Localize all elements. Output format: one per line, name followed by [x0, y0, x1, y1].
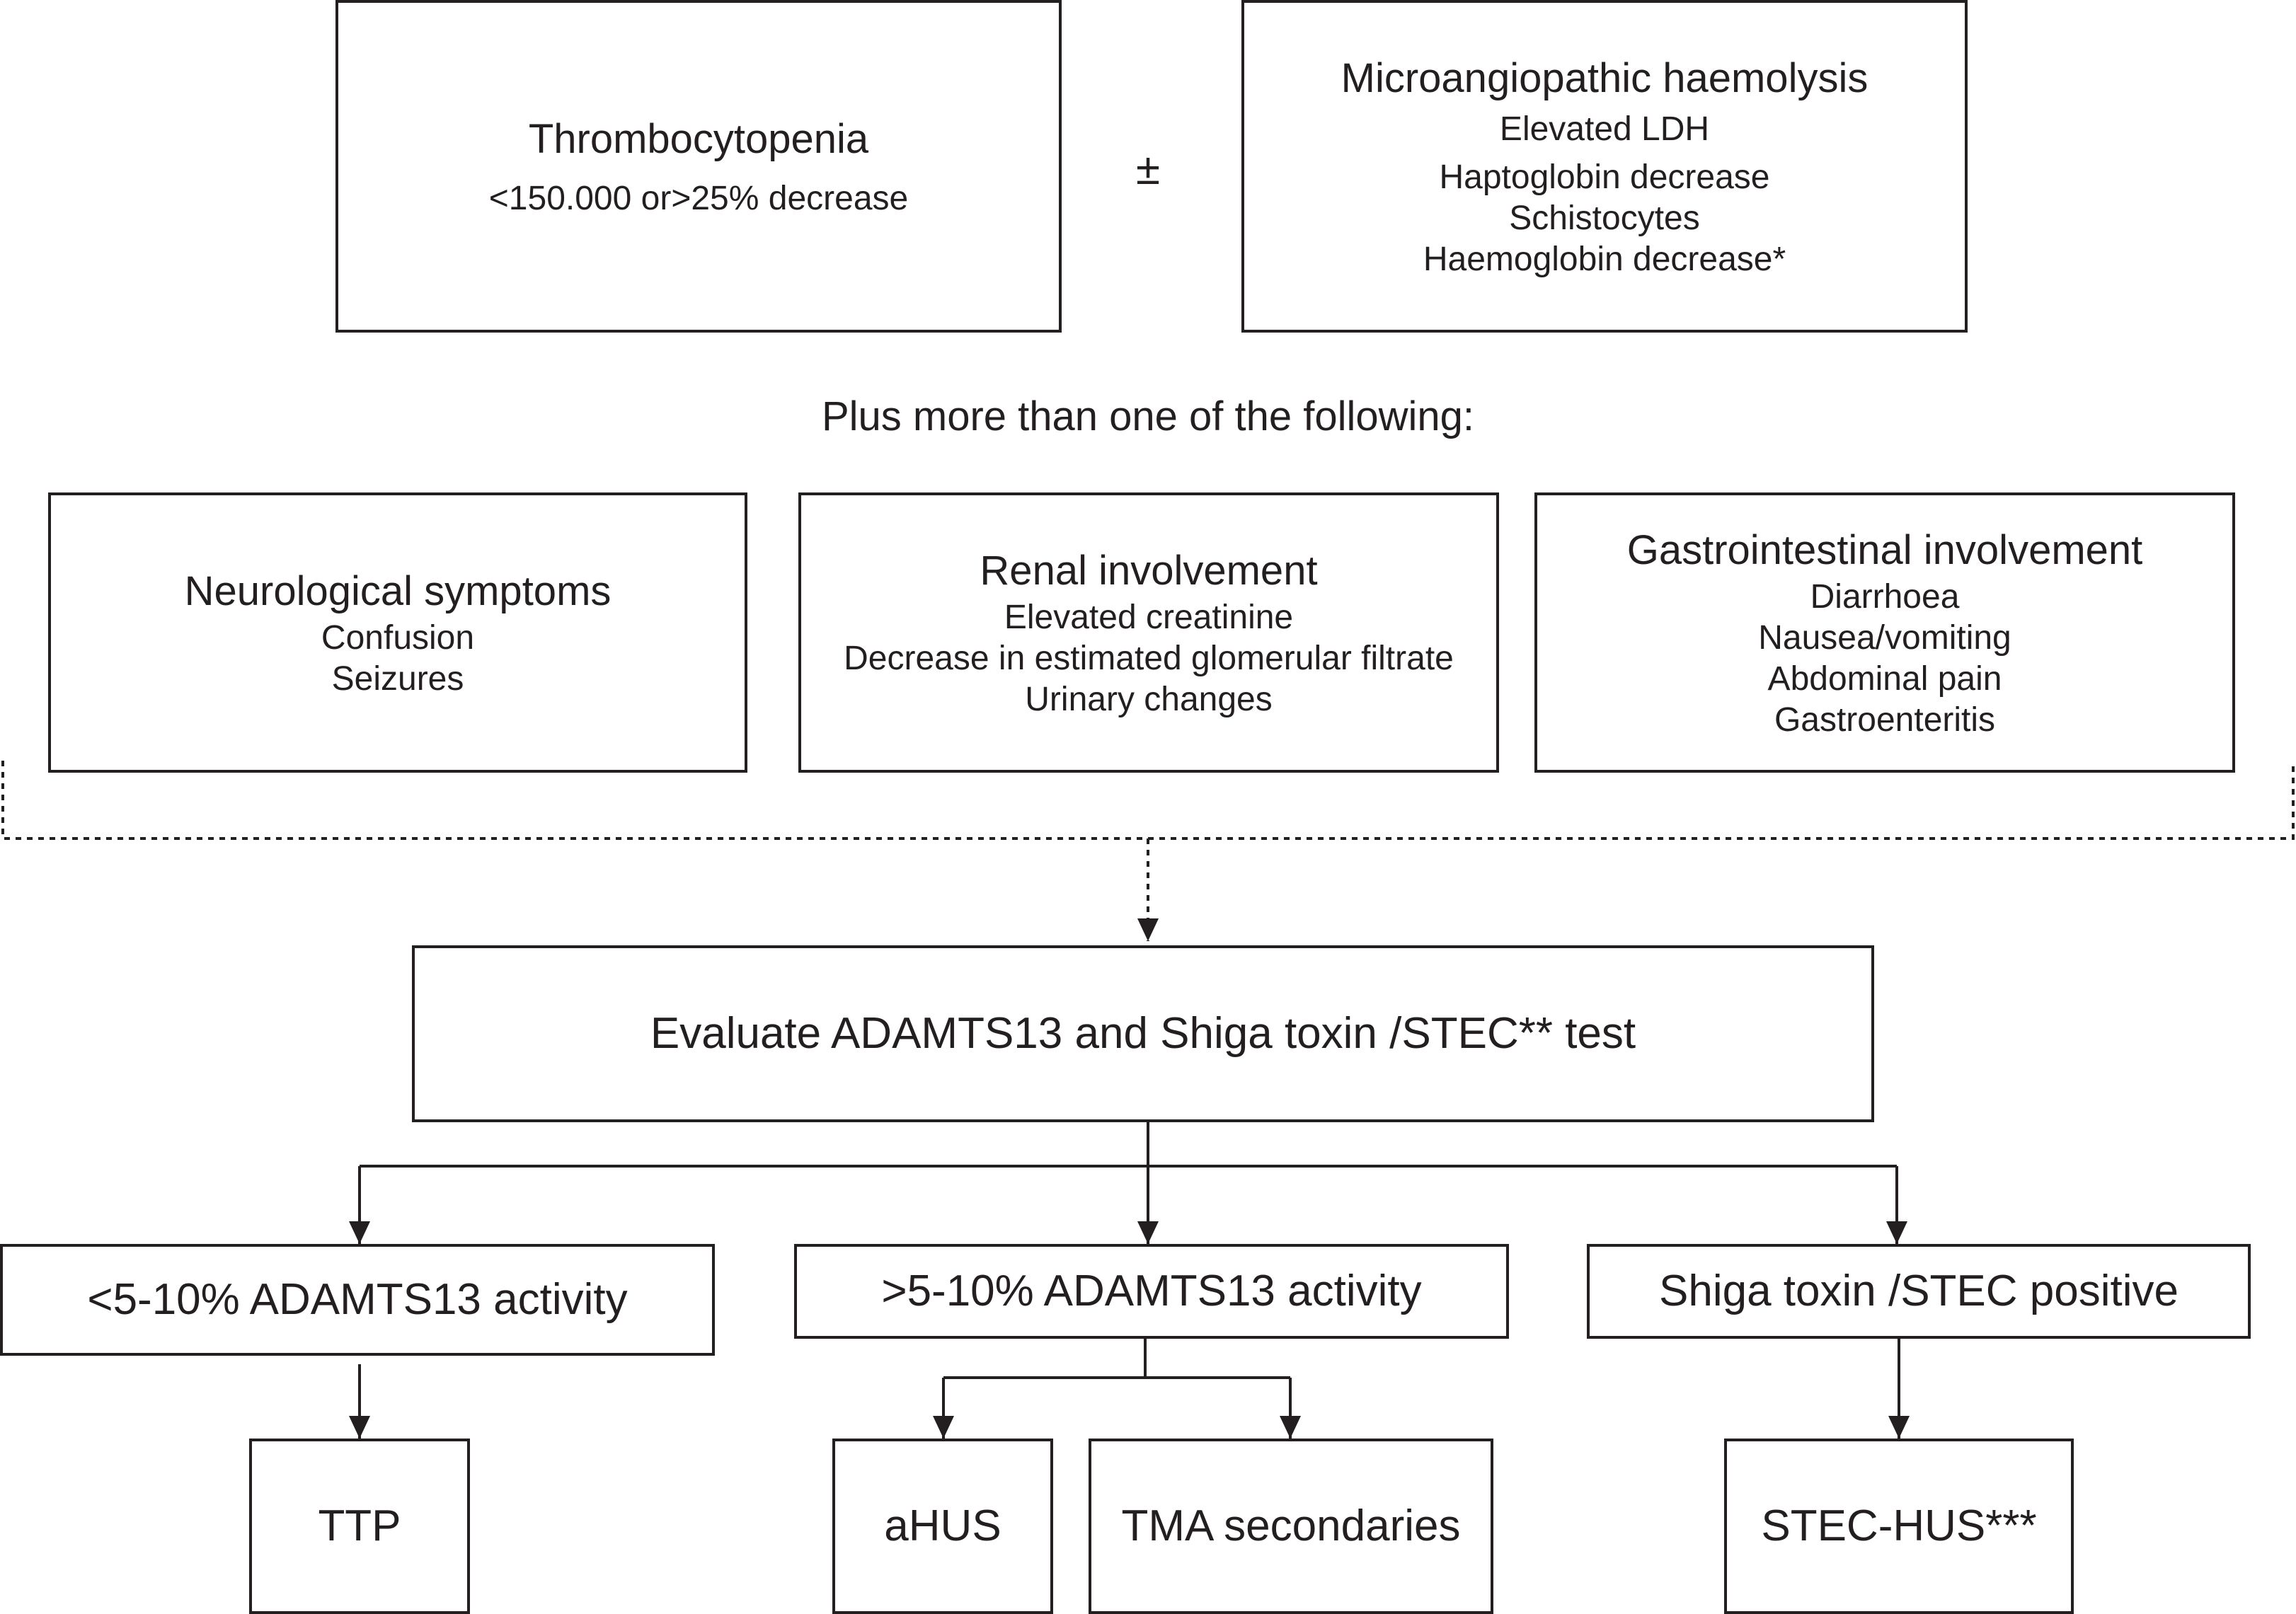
- thrombocytopenia-title: Thrombocytopenia: [528, 116, 869, 162]
- stec-hus-label: STEC-HUS***: [1761, 1501, 2037, 1550]
- ahus-label: aHUS: [884, 1501, 1001, 1550]
- high-activity-label: >5-10% ADAMTS13 activity: [881, 1267, 1422, 1315]
- stec-hus-box: STEC-HUS***: [1724, 1439, 2074, 1614]
- evaluate-box: Evaluate ADAMTS13 and Shiga toxin /STEC*…: [412, 945, 1874, 1122]
- neurological-title: Neurological symptoms: [184, 568, 612, 614]
- haemolysis-item: Haptoglobin decrease: [1439, 158, 1770, 196]
- neurological-box: Neurological symptoms Confusion Seizures: [48, 492, 747, 773]
- ttp-box: TTP: [249, 1439, 470, 1614]
- gastrointestinal-item: Diarrhoea: [1810, 578, 1960, 616]
- haemolysis-item: Schistocytes: [1509, 200, 1700, 237]
- tma-secondaries-label: TMA secondaries: [1121, 1501, 1461, 1550]
- renal-item: Decrease in estimated glomerular filtrat…: [844, 640, 1454, 677]
- following-label: Plus more than one of the following:: [821, 393, 1475, 439]
- neurological-item: Seizures: [331, 660, 464, 698]
- renal-item: Urinary changes: [1025, 681, 1273, 718]
- shiga-positive-box: Shiga toxin /STEC positive: [1587, 1244, 2251, 1339]
- thrombocytopenia-box: Thrombocytopenia <150.000 or>25% decreas…: [335, 0, 1062, 333]
- renal-title: Renal involvement: [980, 548, 1318, 594]
- gastrointestinal-item: Gastroenteritis: [1774, 701, 1996, 739]
- evaluate-label: Evaluate ADAMTS13 and Shiga toxin /STEC*…: [650, 1009, 1636, 1058]
- ahus-box: aHUS: [832, 1439, 1053, 1614]
- gastrointestinal-title: Gastrointestinal involvement: [1626, 527, 2143, 573]
- shiga-positive-label: Shiga toxin /STEC positive: [1658, 1267, 2179, 1315]
- renal-box: Renal involvement Elevated creatinine De…: [798, 492, 1499, 773]
- haemolysis-title: Microangiopathic haemolysis: [1341, 55, 1869, 101]
- low-activity-box: <5-10% ADAMTS13 activity: [0, 1244, 715, 1356]
- neurological-item: Confusion: [321, 619, 475, 657]
- gastrointestinal-box: Gastrointestinal involvement Diarrhoea N…: [1534, 492, 2235, 773]
- tma-secondaries-box: TMA secondaries: [1089, 1439, 1493, 1614]
- plus-minus-symbol: ±: [1135, 145, 1161, 194]
- thrombocytopenia-detail: <150.000 or>25% decrease: [488, 180, 909, 217]
- gastrointestinal-item: Abdominal pain: [1767, 660, 2002, 698]
- high-activity-box: >5-10% ADAMTS13 activity: [794, 1244, 1509, 1339]
- low-activity-label: <5-10% ADAMTS13 activity: [87, 1275, 628, 1324]
- ttp-label: TTP: [318, 1501, 401, 1550]
- renal-item: Elevated creatinine: [1004, 599, 1294, 636]
- gastrointestinal-item: Nausea/vomiting: [1758, 619, 2011, 657]
- haemolysis-item: Elevated LDH: [1499, 110, 1710, 148]
- haemolysis-box: Microangiopathic haemolysis Elevated LDH…: [1241, 0, 1968, 333]
- haemolysis-item: Haemoglobin decrease*: [1423, 241, 1786, 278]
